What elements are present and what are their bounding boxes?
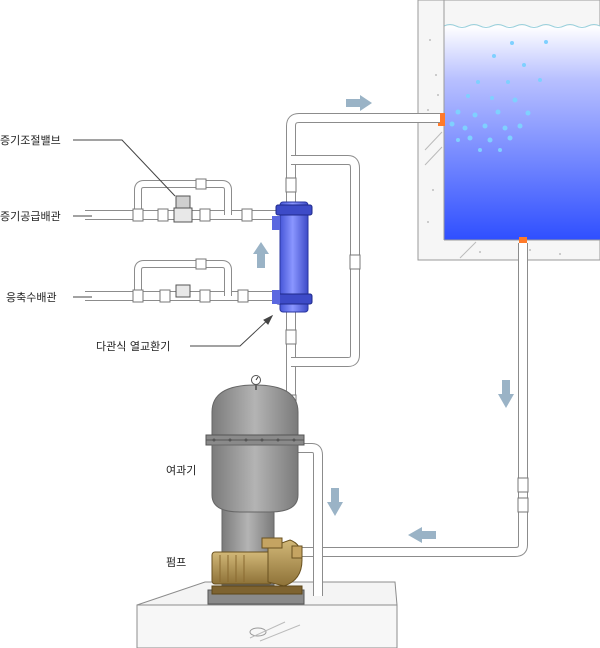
flow-arrows — [253, 95, 514, 543]
pump — [211, 537, 303, 595]
condensate-pipe-label: 응축수배관 — [6, 291, 57, 304]
steam-supply-pipe-label: 증기공급배관 — [0, 210, 61, 223]
outlet-marker — [519, 237, 527, 243]
flow-arrow-icon — [408, 527, 436, 543]
filter-label: 여과기 — [166, 464, 197, 477]
steam-control-valve-label: 증기조절밸브 — [0, 134, 61, 147]
flow-arrow-icon — [346, 95, 372, 111]
base-slab — [136, 581, 398, 648]
pressure-gauge-icon — [251, 375, 261, 390]
flow-arrow-icon — [327, 488, 343, 516]
inlet-marker — [438, 113, 445, 126]
air-bubbles — [449, 40, 548, 152]
valve-icon — [173, 195, 193, 298]
flow-arrow-icon — [498, 380, 514, 408]
shell-tube-heat-exchanger — [272, 201, 313, 313]
water-tank — [417, 0, 600, 261]
pump-label: 펌프 — [166, 556, 187, 569]
tank-water — [444, 26, 600, 240]
heat-exchanger-label: 다관식 열교환기 — [96, 340, 171, 353]
leader-lines — [73, 139, 274, 347]
flow-arrow-icon — [253, 242, 269, 268]
